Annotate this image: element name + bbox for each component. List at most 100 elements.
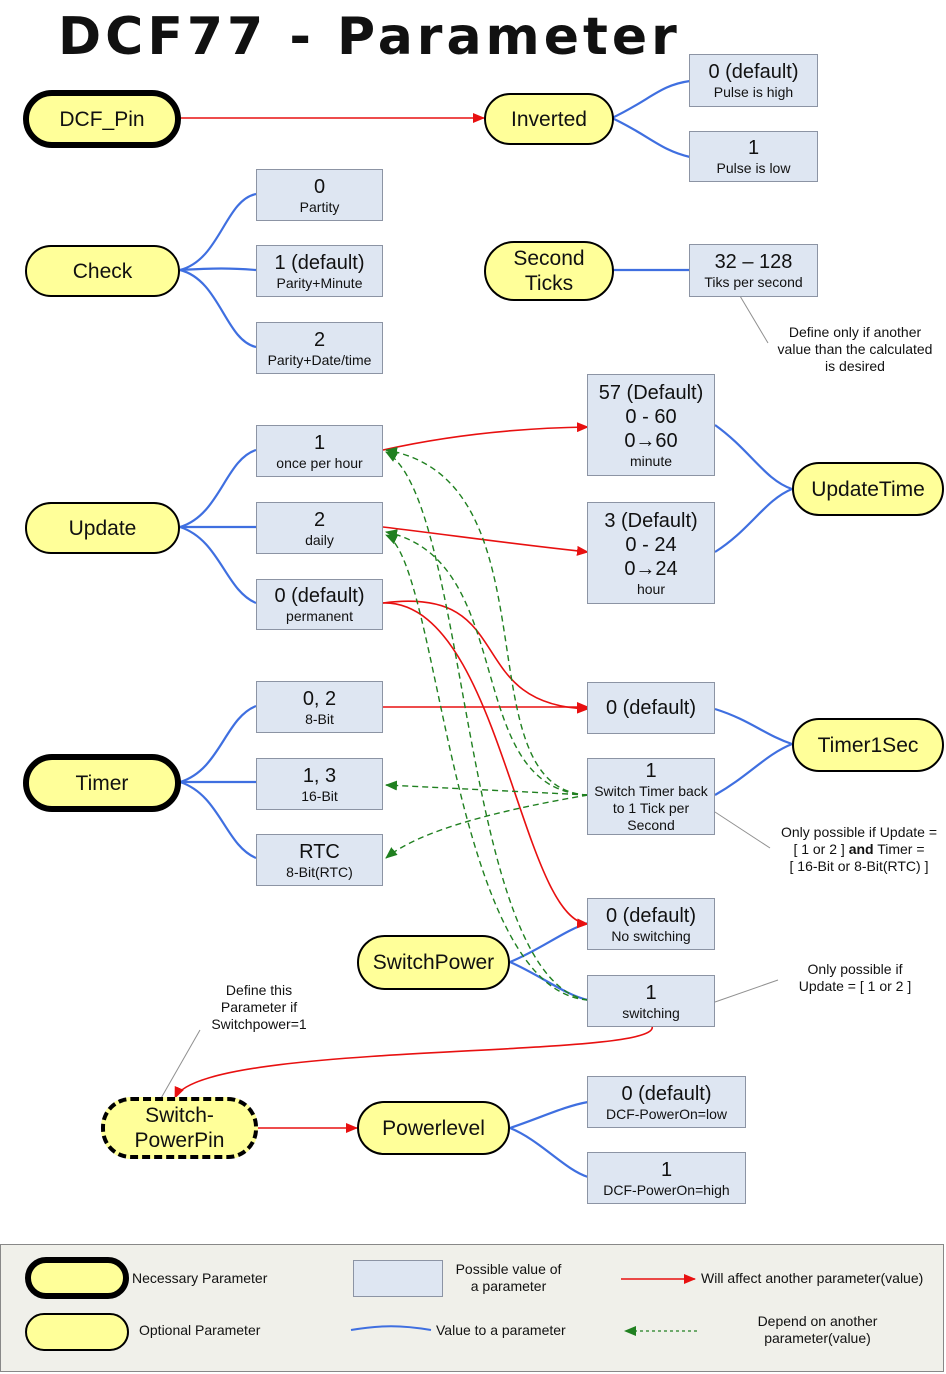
legend: Necessary Parameter Optional Parameter P… [0,1244,944,1372]
value-desc: Switch Timer back to 1 Tick per Second [594,783,708,833]
legend-optional-swatch [25,1313,129,1351]
value-desc: hour [636,580,666,597]
value-main: 0, 2 [302,687,337,710]
page-title: DCF77 - Parameter [58,7,681,67]
affect-upd0-t1s0 [382,600,589,714]
legend-affect-label: Will affect another parameter(value) [701,1270,924,1286]
note-timer1sec: Only possible if Update = [ 1 or 2 ] and… [759,824,946,875]
value-main: 32 – 128 [714,251,793,273]
depend-t1s1-upd2 [385,529,589,796]
param-label: Powerlevel [382,1116,485,1140]
affect-sw1-pin [174,1025,653,1099]
value-desc: No switching [611,927,691,944]
param-label: Timer [75,771,129,795]
value-desc: Tiks per second [704,274,803,290]
value-check-1: 1 (default)Parity+Minute [256,245,383,297]
value-range: 0 - 24 [625,533,677,556]
value-range-arrow: 0→24 [624,557,678,580]
note-and: and [848,841,874,857]
legend-necessary-swatch [25,1257,129,1299]
link-check-1 [179,267,257,272]
param-label: Check [72,259,133,283]
depend-t1s1-tim13 [385,780,589,796]
value-main: 1 [645,981,657,1004]
value-main: 57 (Default) [598,381,704,404]
value-main: 1 [747,137,760,159]
legend-value-to-label: Value to a parameter [436,1322,566,1338]
value-desc: DCF-PowerOn=high [603,1181,730,1198]
value-timer1sec-0: 0 (default) [587,682,715,734]
link-inverted-1 [611,117,691,159]
value-main: RTC [299,840,340,863]
value-range: 0 - 60 [625,405,677,428]
depend-sw1-upd1 [385,451,589,1001]
note-switch-power-pin: Define this Parameter if Switchpower=1 [211,982,307,1032]
param-powerlevel: Powerlevel [357,1101,510,1155]
value-desc: switching [622,1004,680,1021]
leader-ticks [739,295,769,344]
link-inverted-0 [611,79,691,119]
value-desc: once per hour [276,454,363,471]
affect-upd0-sw0 [382,602,589,929]
value-main: 0 (default) [605,697,697,719]
param-label: Switch- PowerPin [134,1104,225,1152]
link-updatetime-hour [714,487,793,553]
value-main: 0 (default) [605,904,697,927]
value-desc: DCF-PowerOn=low [606,1105,727,1122]
value-main: 0 (default) [708,61,799,83]
value-desc: Partity [299,198,340,215]
legend-blue-line [350,1325,432,1331]
value-desc: Pulse is high [713,84,794,100]
note-part: Only possible if Update = [ 1 or 2 ] [780,824,938,857]
param-update: Update [25,502,180,554]
value-desc: permanent [286,608,353,624]
param-label: UpdateTime [811,477,925,501]
link-switchpower-0 [509,921,589,964]
link-timer1sec-0 [714,707,793,746]
link-powerlevel-1 [509,1126,589,1179]
param-label: DCF_Pin [59,107,145,131]
link-check-0 [179,192,257,272]
value-main: 1, 3 [302,764,337,787]
depend-t1s1-upd1 [385,446,589,796]
value-powerlevel-0: 0 (default)DCF-PowerOn=low [587,1076,746,1128]
value-main: 3 (Default) [604,509,698,532]
value-switch-power-0: 0 (default)No switching [587,898,715,950]
link-check-2 [179,268,257,349]
param-timer: Timer [23,754,181,812]
param-label: Second Ticks [513,247,585,295]
note-second-ticks: Define only if another value than the ca… [777,324,933,374]
value-main: 0 [313,175,326,198]
param-switch-power-pin: Switch- PowerPin [101,1097,258,1159]
legend-possible-label: Possible value of a parameter [455,1261,562,1294]
link-powerlevel-0 [509,1100,589,1130]
value-desc: daily [305,531,334,548]
param-dcf-pin: DCF_Pin [23,90,181,148]
value-main: 1 [645,760,657,782]
leader-timer1sec [714,811,771,849]
legend-necessary-label: Necessary Parameter [132,1270,268,1286]
param-second-ticks: Second Ticks [484,241,614,301]
value-update-0: 0 (default)permanent [256,579,383,630]
value-desc: Parity+Minute [276,274,363,291]
value-main: 0 (default) [621,1082,712,1105]
depend-sw1-upd2 [385,534,589,1001]
note-switching: Only possible if Update = [ 1 or 2 ] [798,961,912,994]
leader-switchpin [159,1029,201,1101]
link-updatetime-minute [714,424,793,491]
param-label: Inverted [511,107,587,131]
link-timer1sec-1 [714,742,793,796]
param-inverted: Inverted [484,93,614,145]
param-timer1sec: Timer1Sec [792,718,944,772]
value-desc: Pulse is low [716,160,791,176]
